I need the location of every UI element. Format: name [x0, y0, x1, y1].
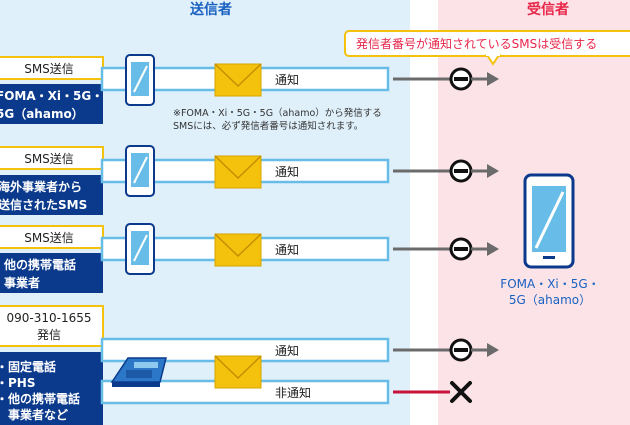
- note-line: ※FOMA・Xi・5G・5G（ahamo）から発信する: [173, 107, 382, 119]
- call-tag: [0, 305, 104, 347]
- sms-tag-label: SMS送信: [24, 151, 74, 166]
- receiver-device-line: 5G（ahamo）: [509, 293, 591, 307]
- phone-icon: [125, 54, 155, 106]
- sender-header: 送信者: [189, 1, 232, 18]
- receiver-device-line: FOMA・Xi・5G・: [500, 277, 599, 291]
- mail-icon: [214, 355, 262, 389]
- arrow-head-icon: [487, 164, 499, 178]
- callout-bubble: 発信者番号が通知されているSMSは受信する: [344, 30, 630, 66]
- sender-line: ・PHS: [0, 376, 35, 390]
- phone-icon: [125, 223, 155, 275]
- sender-line: 他の携帯電話: [3, 257, 76, 272]
- channel-label: 通知: [275, 73, 299, 87]
- channel-label: 通知: [275, 165, 299, 179]
- note-line: SMSには、必ず発信者番号は通知されます。: [173, 120, 363, 132]
- call-tag-line: 発信: [37, 328, 61, 342]
- channel-label: 非通知: [275, 386, 311, 400]
- sms-tag-label: SMS送信: [24, 230, 74, 245]
- mail-icon: [214, 233, 262, 267]
- arrow-head-icon: [487, 343, 499, 357]
- arrow-head-icon: [487, 242, 499, 256]
- call-tag-line: 090-310-1655: [6, 311, 91, 325]
- sender-line: FOMA・Xi・5G・: [0, 89, 103, 103]
- landline-phone-icon: [110, 357, 167, 387]
- receiver-header: 受信者: [527, 1, 569, 18]
- sender-line: 送信されたSMS: [0, 197, 87, 212]
- callout-text: 発信者番号が通知されているSMSは受信する: [356, 36, 597, 51]
- channel-label: 通知: [275, 344, 299, 358]
- sender-box: [0, 175, 103, 215]
- sender-box: [0, 253, 103, 293]
- row-2: SMS送信 海外事業者から 送信されたSMS 通知: [0, 145, 499, 215]
- row-3: SMS送信 他の携帯電話 事業者 通知: [0, 223, 499, 293]
- mail-icon: [214, 155, 262, 189]
- receiver-phone-icon: [523, 173, 575, 269]
- blocked-cross-icon: [450, 381, 472, 403]
- mail-icon: [214, 63, 262, 97]
- sender-box: [0, 352, 103, 425]
- sender-line: 事業者など: [0, 407, 68, 422]
- arrow-head-icon: [487, 72, 499, 86]
- channel-label: 通知: [275, 243, 299, 257]
- row-1: SMS送信 FOMA・Xi・5G・ 5G（ahamo） 通知 ※FOMA・Xi・…: [0, 54, 499, 132]
- sender-line: ・固定電話: [0, 359, 56, 374]
- phone-icon: [125, 145, 155, 197]
- column-divider: [410, 0, 438, 425]
- sender-line: 海外事業者から: [0, 179, 82, 194]
- sender-line: 事業者: [4, 275, 40, 290]
- sender-line: ・他の携帯電話: [0, 391, 80, 406]
- row-4: 090-310-1655 発信 ・固定電話 ・PHS ・他の携帯電話 事業者など…: [0, 305, 499, 425]
- sms-tag-label: SMS送信: [24, 61, 74, 76]
- sms-tag: [0, 146, 104, 170]
- sender-line: 5G（ahamo）: [0, 106, 84, 121]
- sender-box: [0, 84, 103, 124]
